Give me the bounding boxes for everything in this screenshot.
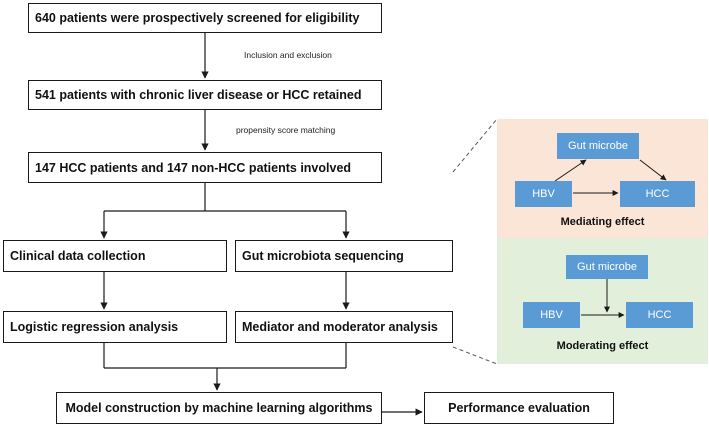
box-performance-evaluation: Performance evaluation (424, 392, 614, 424)
box-logistic-regression: Logistic regression analysis (3, 311, 227, 343)
callout-bottom (452, 346, 498, 365)
med-node-hbv: HBV (515, 181, 572, 207)
mod-node-hcc: HCC (626, 302, 693, 328)
box-mediator-moderator: Mediator and moderator analysis (235, 311, 453, 343)
med-node-gut-microbe: Gut microbe (557, 133, 639, 159)
box-retained: 541 patients with chronic liver disease … (28, 80, 382, 110)
box-screened: 640 patients were prospectively screened… (28, 3, 382, 33)
box-model-construction: Model construction by machine learning a… (56, 392, 382, 424)
moderating-effect-caption: Moderating effect (556, 340, 649, 352)
mediating-effect-caption: Mediating effect (560, 216, 645, 228)
box-involved: 147 HCC patients and 147 non-HCC patient… (28, 152, 382, 183)
med-arrow-gut-to-hcc (639, 159, 667, 181)
label-propensity-score: propensity score matching (236, 125, 336, 135)
mod-node-gut-microbe: Gut microbe (566, 255, 648, 279)
callout-top (452, 118, 498, 173)
box-clinical-data: Clinical data collection (3, 240, 227, 272)
label-inclusion-exclusion: Inclusion and exclusion (244, 50, 332, 60)
box-gut-sequencing: Gut microbiota sequencing (235, 240, 453, 272)
mod-node-hbv: HBV (523, 302, 580, 328)
med-node-hcc: HCC (620, 181, 695, 207)
med-arrow-hbv-to-gut (554, 159, 587, 182)
